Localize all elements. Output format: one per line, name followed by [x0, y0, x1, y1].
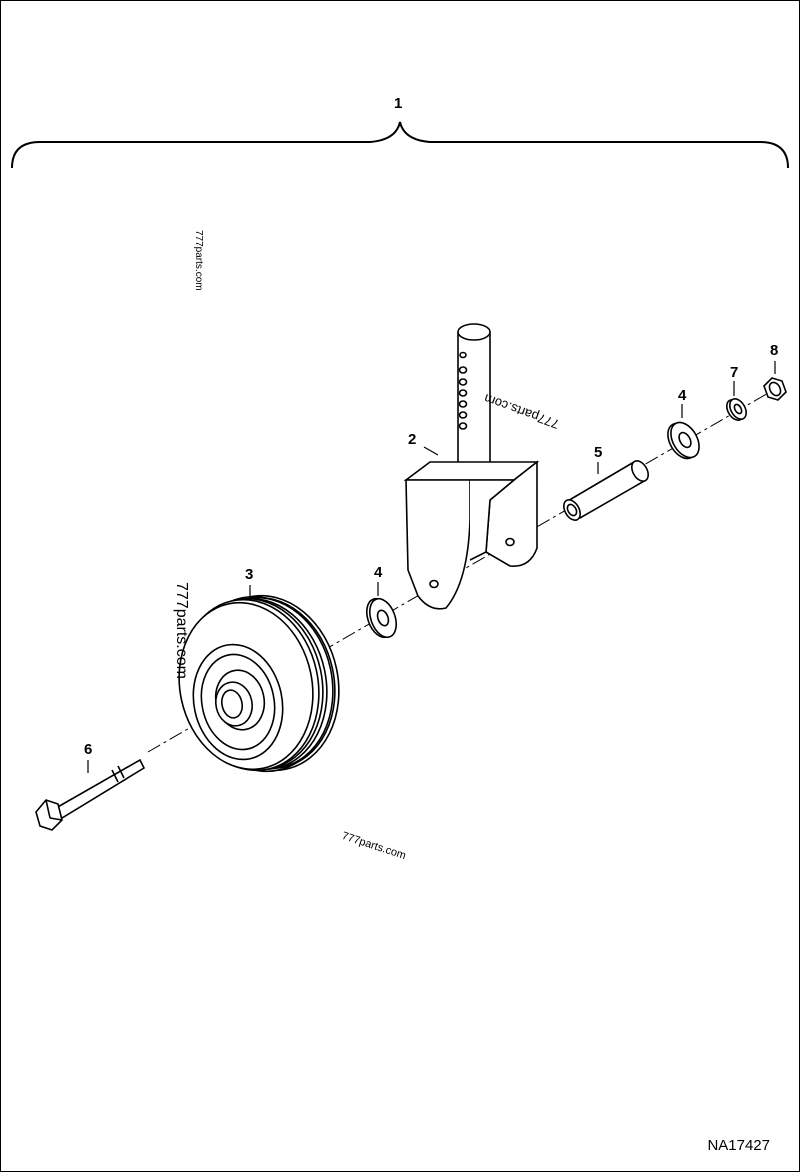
callout-bolt: 6 [84, 741, 93, 758]
bolt-part [35, 758, 146, 831]
leader-2 [423, 446, 439, 456]
reference-code: NA17427 [707, 1137, 770, 1154]
callout-lock-washer: 7 [730, 364, 739, 381]
callout-bracket: 2 [408, 431, 417, 448]
washer-right-part [667, 421, 700, 460]
bracket-part [403, 323, 540, 610]
spacer-part [563, 460, 649, 521]
callout-assembly: 1 [394, 95, 403, 112]
callout-washer-right: 4 [678, 387, 687, 404]
wheel-part [178, 594, 340, 773]
washer-left-part [366, 597, 397, 639]
watermark-text: 777parts.com [173, 582, 190, 679]
watermark-text: 777parts.com [193, 230, 204, 291]
lock-washer-part [726, 398, 747, 421]
callout-washer-left: 4 [374, 564, 383, 581]
assembly-brace [11, 121, 789, 169]
callout-spacer: 5 [594, 444, 603, 461]
nut-part [763, 377, 787, 401]
callout-wheel: 3 [245, 566, 254, 583]
callout-nut: 8 [770, 342, 779, 359]
